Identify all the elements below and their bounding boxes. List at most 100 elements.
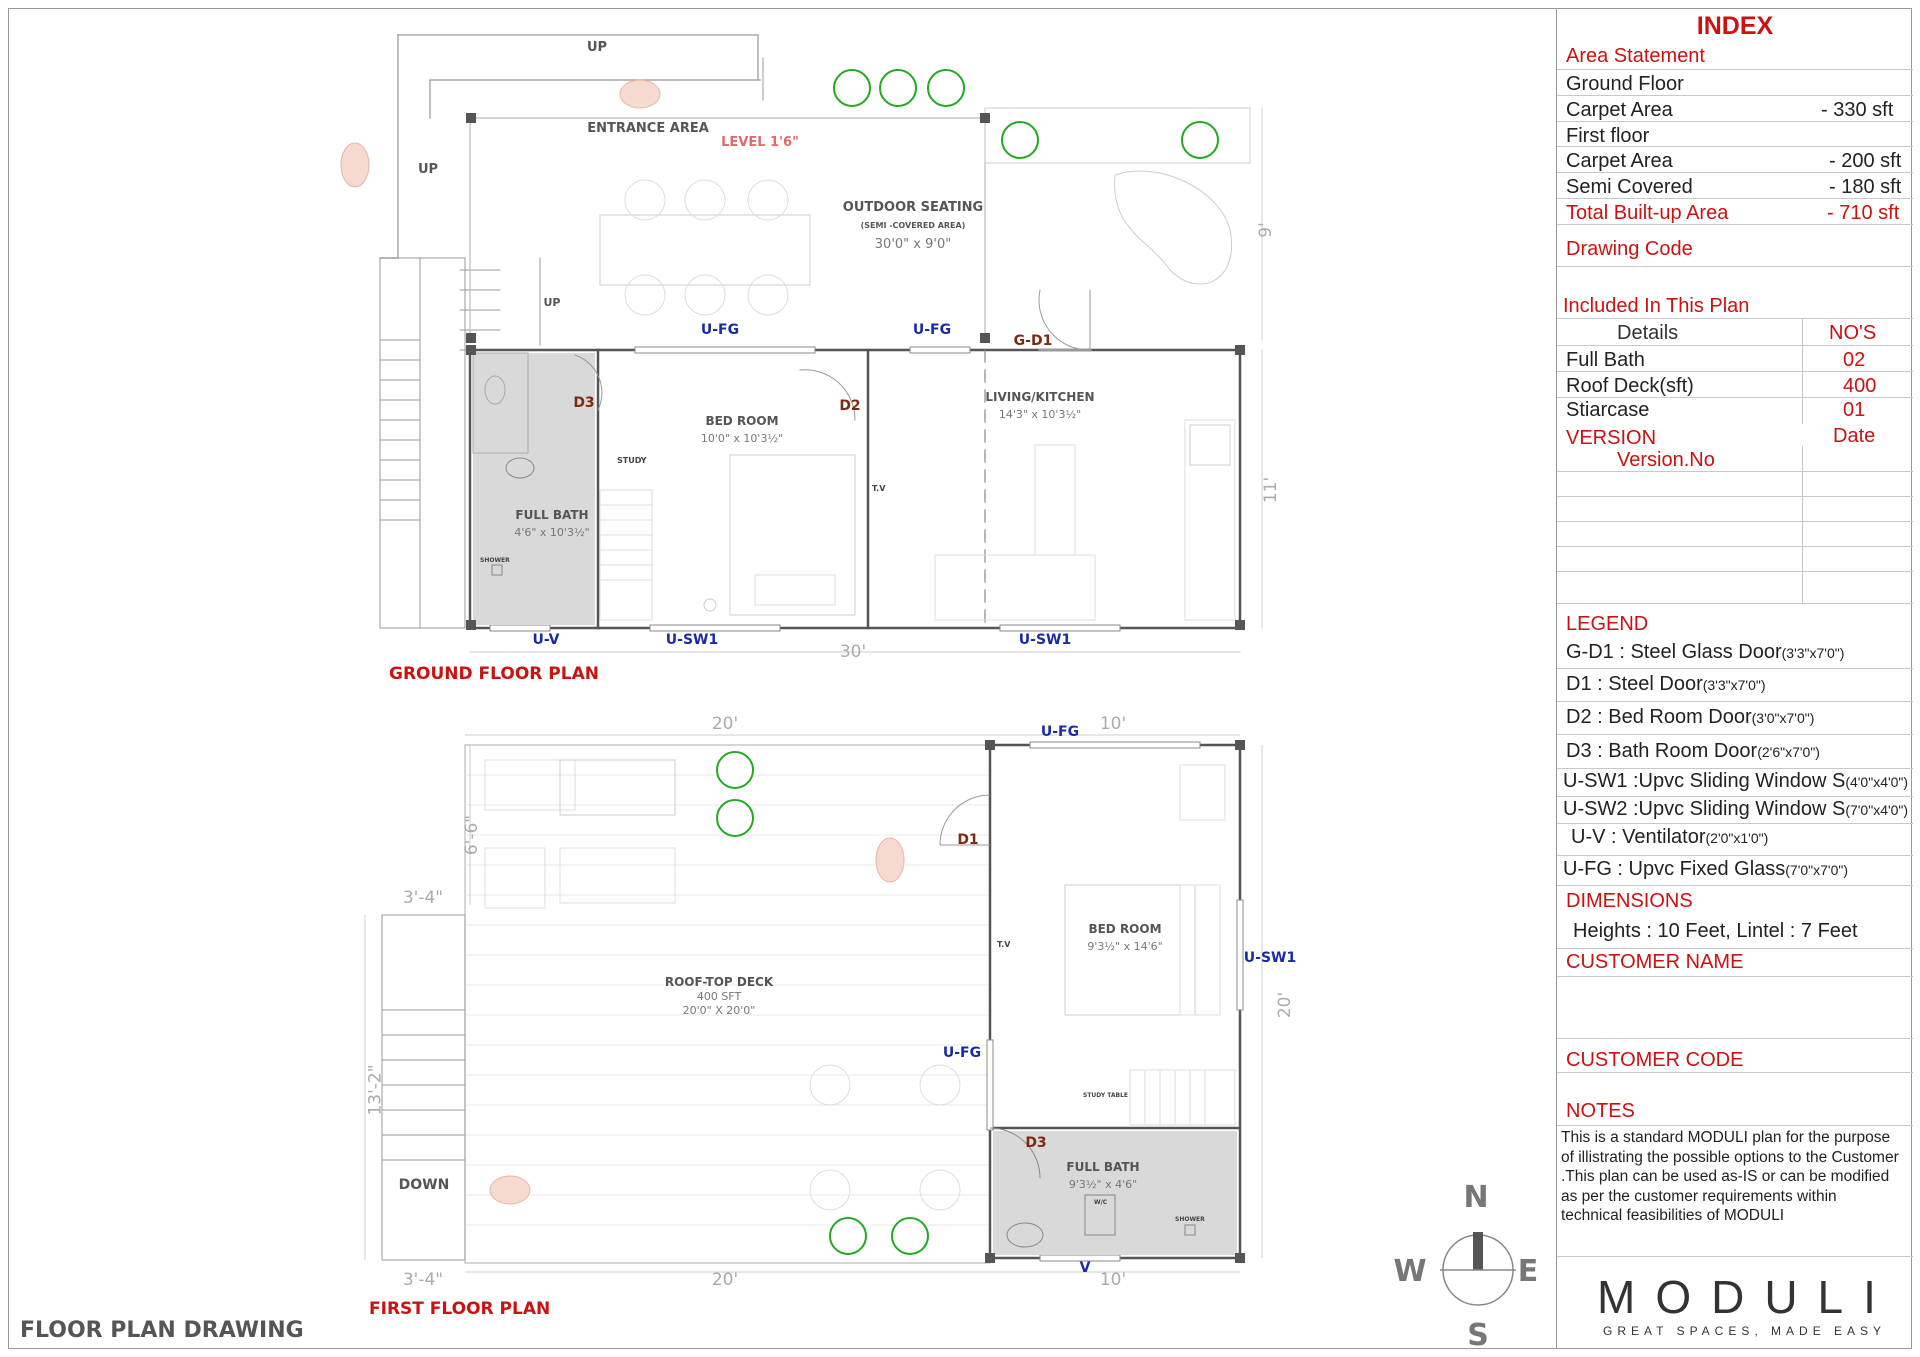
first-ufg-mid: U-FG (942, 1045, 982, 1061)
first-bedroom-dim: 9'3½" x 14'6" (1087, 940, 1163, 953)
first-dim-left-upper: 6'-6" (462, 814, 483, 856)
date-label: Date (1833, 425, 1876, 447)
item-staircase-qty: 01 (1843, 399, 1866, 421)
up-label-left: UP (417, 162, 439, 177)
usw1-tag-a: U-SW1 (665, 632, 719, 648)
d2-tag: D2 (839, 398, 861, 414)
compass-w: W (1393, 1254, 1427, 1289)
first-dim-bottom-left: 20' (711, 1270, 739, 1290)
drawing-sheet-border (8, 8, 1912, 1349)
uv-tag: U-V (532, 632, 560, 648)
ground-bath-dim: 4'6" x 10'3½" (514, 526, 590, 539)
total-builtup-label: Total Built-up Area (1566, 202, 1729, 224)
customer-name-label: CUSTOMER NAME (1566, 951, 1744, 973)
v-tag: V (1079, 1260, 1091, 1276)
first-shower-label: SHOWER (1175, 1216, 1205, 1223)
legend-usw2: U-SW2 :Upvc Sliding Window S(7'0"x4'0") (1563, 798, 1909, 820)
ground-floor-label: Ground Floor (1566, 73, 1684, 95)
legend-d2: D2 : Bed Room Door(3'0"x7'0") (1566, 706, 1815, 728)
compass-s: S (1467, 1318, 1489, 1353)
first-bath-dim: 9'3½" x 4'6" (1068, 1178, 1138, 1191)
carpet-area-gf-value: - 330 sft (1821, 99, 1894, 121)
trees-ground (833, 69, 1219, 159)
version-no-label: Version.No (1617, 449, 1715, 471)
first-dim-top-right: 10' (1099, 714, 1127, 734)
ground-floor-title: GROUND FLOOR PLAN (389, 664, 599, 684)
carpet-area-ff-label: Carpet Area (1566, 150, 1673, 172)
legend-uv: U-V : Ventilator(2'0"x1'0") (1571, 826, 1769, 848)
living-kitchen-label: LIVING/KITCHEN (985, 390, 1095, 404)
study-label: STUDY (617, 456, 647, 465)
notes-text: This is a standard MODULI plan for the p… (1561, 1129, 1899, 1224)
first-ufg-top: U-FG (1040, 724, 1080, 740)
d1-tag: D1 (957, 832, 979, 848)
ground-tv-label: T.V (872, 484, 886, 493)
gd1-tag: G-D1 (1013, 333, 1053, 349)
first-dim-left-lower: 13'-2" (365, 1064, 386, 1116)
entrance-area-label: ENTRANCE AREA (587, 121, 709, 136)
included-label: Included In This Plan (1563, 295, 1750, 317)
outdoor-dim-label: 30'0" x 9'0" (874, 237, 952, 252)
item-roof-deck-qty: 400 (1843, 375, 1877, 397)
total-builtup-value: - 710 sft (1827, 202, 1900, 224)
first-bath-label: FULL BATH (1066, 1160, 1140, 1174)
ground-dim-right-top: 9' (1255, 222, 1276, 238)
ground-bedroom-dim: 10'0" x 10'3½" (700, 432, 784, 445)
roof-deck-dim: 20'0" X 20'0" (682, 1004, 756, 1017)
first-tv-label: T.V (997, 940, 1011, 949)
customer-code-label: CUSTOMER CODE (1566, 1049, 1744, 1071)
up-label-stair: UP (543, 296, 561, 309)
legend-title: LEGEND (1566, 613, 1649, 635)
compass-rose (1440, 1232, 1516, 1306)
usw1-tag-b: U-SW1 (1018, 632, 1072, 648)
legend-d3: D3 : Bath Room Door(2'6"x7'0") (1566, 740, 1820, 762)
floor-plan-drawing (340, 34, 1516, 1306)
carpet-area-gf-label: Carpet Area (1566, 99, 1673, 121)
first-d3-tag: D3 (1025, 1135, 1047, 1151)
dimensions-title: DIMENSIONS (1566, 890, 1693, 912)
ground-bedroom-label: BED ROOM (705, 414, 779, 428)
ground-dim-bottom: 30' (839, 642, 867, 662)
roof-deck-area: 400 SFT (696, 990, 742, 1003)
area-statement-label: Area Statement (1566, 45, 1705, 67)
compass-n: N (1463, 1180, 1489, 1215)
nos-header: NO'S (1829, 322, 1877, 344)
index-title: INDEX (1696, 12, 1774, 40)
legend-usw1: U-SW1 :Upvc Sliding Window S(4'0"x4'0") (1563, 770, 1909, 792)
outdoor-seating-label: OUTDOOR SEATING (842, 200, 984, 215)
dimensions-value: Heights : 10 Feet, Lintel : 7 Feet (1573, 920, 1858, 942)
first-floor-label: First floor (1566, 125, 1650, 147)
item-roof-deck: Roof Deck(sft) (1566, 375, 1694, 397)
first-dim-bottom-right: 10' (1099, 1270, 1127, 1290)
study-table-label: STUDY TABLE (1083, 1092, 1129, 1099)
outdoor-sub-label: (SEMI -COVERED AREA) (860, 221, 966, 230)
first-dim-top-left: 20' (711, 714, 739, 734)
notes-title: NOTES (1566, 1100, 1635, 1122)
item-full-bath: Full Bath (1566, 349, 1645, 371)
legend-gd1: G-D1 : Steel Glass Door(3'3"x7'0") (1566, 641, 1845, 663)
trees-first (716, 751, 929, 1255)
first-dim-right: 20' (1275, 991, 1296, 1019)
semi-covered-value: - 180 sft (1829, 176, 1902, 198)
ground-bath-fill (473, 353, 595, 625)
down-label: DOWN (398, 1177, 450, 1193)
legend-ufg: U-FG : Upvc Fixed Glass(7'0"x7'0") (1563, 858, 1849, 880)
ufg-tag-1: U-FG (700, 322, 740, 338)
carpet-area-ff-value: - 200 sft (1829, 150, 1902, 172)
first-dim-34-bottom: 3'-4" (402, 1270, 444, 1290)
details-header: Details (1617, 322, 1679, 344)
first-bedroom-label: BED ROOM (1088, 922, 1162, 936)
ground-dim-right-bottom: 11' (1261, 476, 1282, 504)
first-usw1-tag: U-SW1 (1243, 950, 1297, 966)
first-floor-plan (364, 734, 1263, 1273)
moduli-tagline: GREAT SPACES, MADE EASY (1603, 1324, 1887, 1338)
ground-shower-label: SHOWER (480, 557, 510, 564)
item-full-bath-qty: 02 (1843, 349, 1866, 371)
version-label: VERSION (1566, 427, 1657, 449)
compass-e: E (1517, 1254, 1539, 1289)
item-staircase: Stiarcase (1566, 399, 1650, 421)
wc-label: W/C (1094, 1199, 1108, 1206)
roof-deck-label: ROOF-TOP DECK (664, 975, 774, 989)
level-label: LEVEL 1'6" (721, 135, 799, 150)
ground-d3-tag: D3 (573, 395, 595, 411)
